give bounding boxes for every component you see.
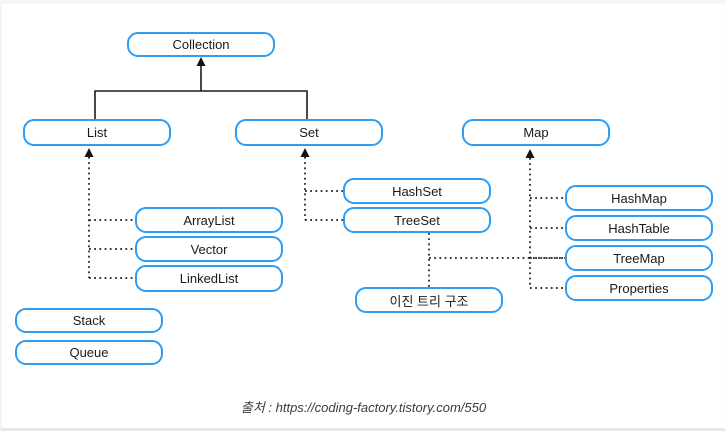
node-collection: Collection	[127, 32, 275, 57]
node-list: List	[23, 119, 171, 146]
arrowhead-list	[84, 148, 94, 157]
node-arraylist: ArrayList	[135, 207, 283, 233]
arrowhead-map	[525, 149, 535, 158]
node-hashmap: HashMap	[565, 185, 713, 211]
node-linkedlist: LinkedList	[135, 265, 283, 292]
node-hashtable: HashTable	[565, 215, 713, 241]
arrowhead-collection	[196, 57, 206, 66]
node-treeset: TreeSet	[343, 207, 491, 233]
source-caption: 출처 : https://coding-factory.tistory.com/…	[240, 400, 487, 415]
arrowhead-set	[300, 148, 310, 157]
node-binary-tree-structure: 이진 트리 구조	[355, 287, 503, 313]
node-stack: Stack	[15, 308, 163, 333]
node-properties: Properties	[565, 275, 713, 301]
node-map: Map	[462, 119, 610, 146]
node-treemap: TreeMap	[565, 245, 713, 271]
edge-list-set-trunk	[94, 90, 308, 119]
node-set: Set	[235, 119, 383, 146]
node-hashset: HashSet	[343, 178, 491, 204]
node-vector: Vector	[135, 236, 283, 262]
node-queue: Queue	[15, 340, 163, 365]
connector-layer	[84, 57, 565, 289]
